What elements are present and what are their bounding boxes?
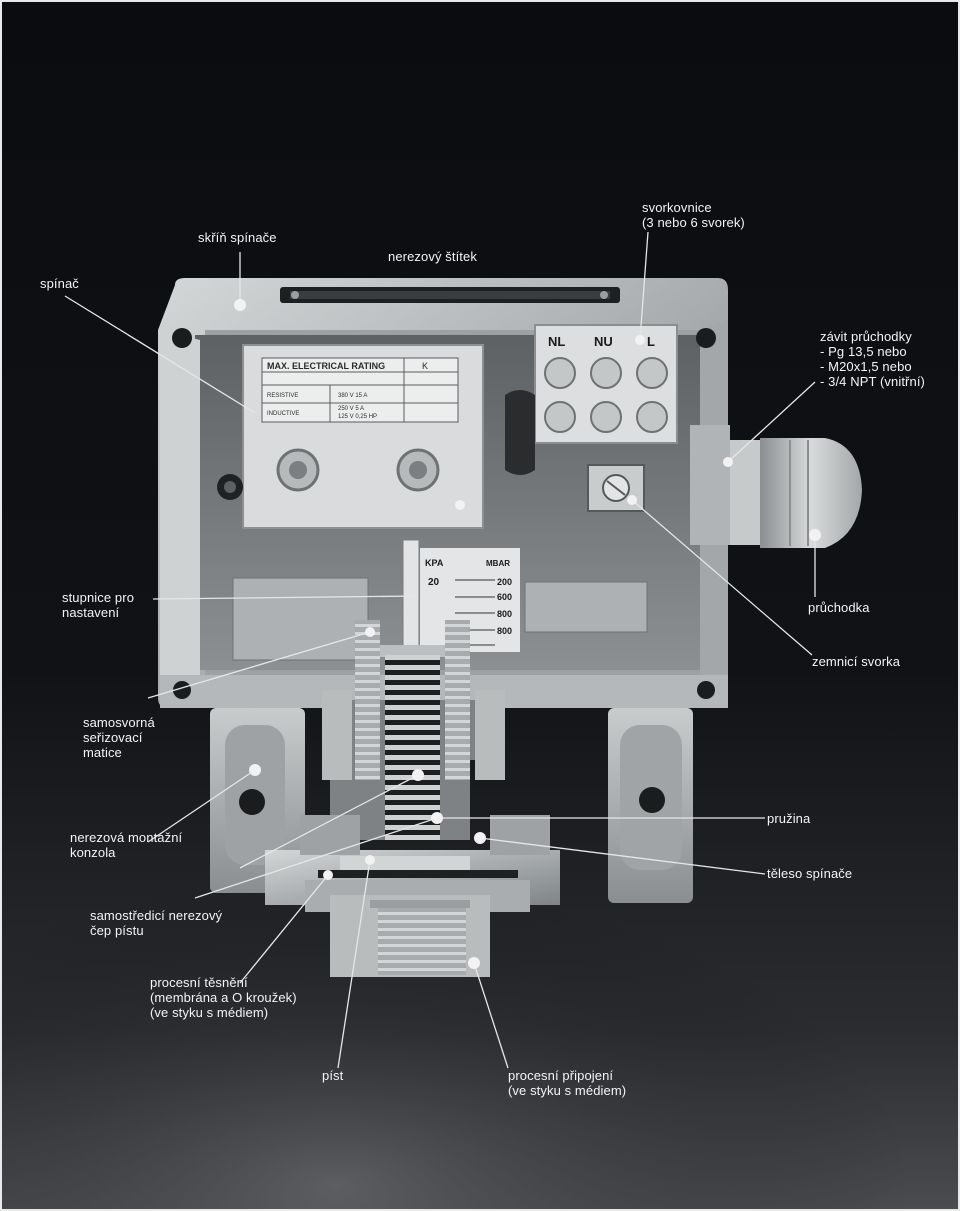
cable-gland xyxy=(690,425,862,548)
label-stainless-nameplate: nerezový štítek xyxy=(388,249,477,264)
earth-terminal xyxy=(587,464,645,512)
piston xyxy=(340,856,470,870)
scale-tick-label: 800 xyxy=(497,609,512,619)
spring xyxy=(385,655,440,845)
corner-screw-icon xyxy=(697,681,715,699)
label-switch: spínač xyxy=(40,276,79,291)
mounting-bracket-right xyxy=(608,708,693,903)
corner-screw-icon xyxy=(696,328,716,348)
label-adjusting-nut: samosvorná seřizovací matice xyxy=(83,715,155,760)
label-terminal-block: svorkovnice (3 nebo 6 svorek) xyxy=(642,200,745,230)
scale-tick-label: 200 xyxy=(497,577,512,587)
scale-tick-label: 800 xyxy=(497,626,512,636)
terminal-label-l: L xyxy=(647,334,655,349)
label-spring: pružina xyxy=(767,811,811,826)
scale-tick-label: 600 xyxy=(497,592,512,602)
scale-kpa-value: 20 xyxy=(428,577,440,588)
scale-unit-kpa: KPA xyxy=(425,558,444,568)
label-switch-body: těleso spínače xyxy=(767,866,853,881)
membrane-seal xyxy=(318,870,518,878)
adjustment-slot xyxy=(505,390,535,475)
label-setting-scale: stupnice pro nastavení xyxy=(62,590,135,620)
leader-dots xyxy=(234,299,821,969)
label-mounting-bracket: nerezová montážní konzola xyxy=(70,830,183,860)
microswitch: MAX. ELECTRICAL RATING K RESISTIVE 380 V… xyxy=(242,344,484,529)
rating-plate-row2-value2: 125 V 0,25 HP xyxy=(338,414,377,420)
switch-body-cutaway xyxy=(322,620,505,845)
terminal-block: NL NU L xyxy=(534,324,678,444)
label-piston: píst xyxy=(322,1068,344,1083)
corner-screw-icon xyxy=(172,328,192,348)
label-gland-thread: závit průchodky - Pg 13,5 nebo - M20x1,5… xyxy=(820,329,925,389)
scale-unit-mbar: MBAR xyxy=(486,559,510,568)
leader-lines xyxy=(64,231,816,1069)
label-cable-gland: průchodka xyxy=(808,600,870,615)
terminal-screw-icon xyxy=(590,357,622,389)
terminal-screw-icon xyxy=(544,401,576,433)
rating-plate: MAX. ELECTRICAL RATING K RESISTIVE 380 V… xyxy=(261,357,459,423)
rating-plate-title: MAX. ELECTRICAL RATING xyxy=(267,361,385,371)
terminal-screw-icon xyxy=(636,357,668,389)
rating-plate-row2: INDUCTIVE xyxy=(267,411,299,417)
label-switch-enclosure: skříň spínače xyxy=(198,230,277,245)
terminal-screw-icon xyxy=(544,357,576,389)
rating-plate-k: K xyxy=(422,361,428,371)
rating-plate-row1-value: 380 V 15 A xyxy=(338,393,367,399)
process-connection xyxy=(330,895,490,977)
terminal-screw-icon xyxy=(590,401,622,433)
rating-plate-row2-value: 250 V 5 A xyxy=(338,406,364,412)
label-earth-terminal: zemnicí svorka xyxy=(812,654,901,669)
label-piston-pin: samostředicí nerezový čep pístu xyxy=(90,908,223,938)
left-spring-block xyxy=(232,577,369,661)
label-process-seal: procesní těsnění (membrána a O kroužek) … xyxy=(150,975,297,1020)
terminal-label-nu: NU xyxy=(594,334,613,349)
adjustment-rod xyxy=(402,539,420,651)
stainless-nameplate xyxy=(280,287,620,303)
label-process-connection: procesní připojení (ve styku s médiem) xyxy=(508,1068,627,1098)
terminal-label-nl: NL xyxy=(548,334,565,349)
corner-screw-icon xyxy=(173,681,191,699)
rating-plate-row1: RESISTIVE xyxy=(267,393,298,399)
terminal-screw-icon xyxy=(636,401,668,433)
right-spring-block xyxy=(524,581,648,633)
